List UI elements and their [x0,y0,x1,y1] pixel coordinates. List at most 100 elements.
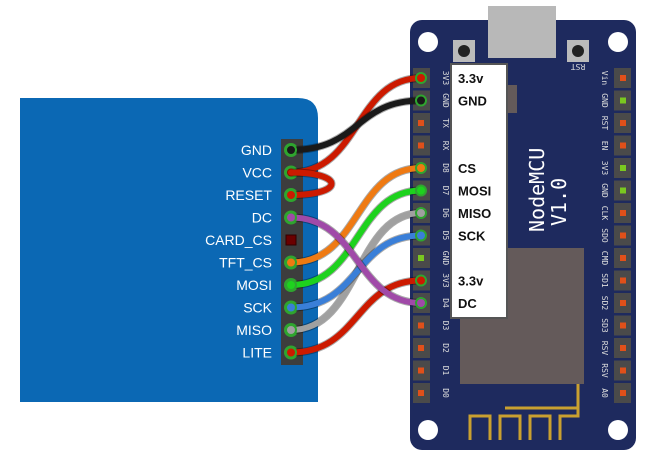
pin-pad [620,142,626,149]
pin-function-label: SCK [458,229,486,244]
usb-connector [488,6,556,58]
wire-end [415,229,427,242]
display-pin-label: LITE [242,345,272,361]
board-pin-label: D6 [441,208,450,218]
wire-reset-vcc [288,169,335,198]
pin-pad [620,255,626,261]
board-pin-label: RX [441,141,450,151]
board-pin-label: 3V3 [600,161,609,176]
pin-pad [418,345,424,351]
display-pin-label: MOSI [236,277,272,293]
board-title: NodeMCU [525,148,549,232]
board-pin-label: D7 [441,186,450,196]
pin-pad [620,390,626,396]
mount-hole [608,420,628,440]
pin-pad [418,390,424,396]
wire-end [285,324,297,336]
pin-pad [620,165,626,171]
board-pin-label: A0 [600,388,609,398]
pin-pad [620,300,626,306]
pin-pad [418,367,424,374]
wire-end [415,94,427,107]
tft-display-module [20,98,318,402]
mount-hole [418,420,438,440]
wire-gnd-gnd [288,97,424,153]
board-pin-label: 3V3 [441,71,450,86]
board-pin-label: SD3 [600,318,609,333]
pin-pad [418,142,424,149]
display-pin-label: SCK [243,300,272,316]
display-pin-label: MISO [236,322,272,338]
pin-pad [620,345,626,351]
wire-tft_cs-d8 [288,165,424,266]
display-pin-label: RESET [225,187,272,203]
display-pin-label: CARD_CS [205,232,272,248]
display-pin-label: DC [252,210,272,226]
pin-function-label: 3.3v [458,274,484,289]
wire-end [415,274,427,287]
mount-hole [418,32,438,52]
board-pin-label: 3V3 [441,273,450,288]
board-pin-label: GND [441,251,450,266]
mount-hole [608,32,628,52]
board-pin-label: D0 [441,388,450,398]
board-pin-label: D3 [441,321,450,331]
wire-mosi-d7 [288,187,424,288]
board-pin-label: Vin [600,71,609,86]
board-pin-label: CLK [600,206,609,221]
wire-sck-d5 [288,232,424,311]
display-pin-label: TFT_CS [219,255,272,271]
wire-end [285,144,297,156]
pin-function-label: DC [458,296,477,311]
pin-pad [620,367,626,374]
pin-pad [620,277,626,284]
board-pin-label: CMD [600,251,609,266]
board-pin-label: SD1 [600,273,609,288]
wire-end [415,184,427,197]
board-pin-label: RST [600,116,609,131]
board-pin-label: D5 [441,231,450,241]
board-pin-label: GND [600,93,609,108]
wire-lite-3v3 [288,277,424,356]
board-pin-label: RSV [600,363,609,378]
pin-label-box [450,63,508,319]
pin-pad [620,75,626,81]
wire-end [285,211,297,224]
board-version: V1.0 [547,178,571,226]
board-pin-label: D8 [441,163,450,173]
wire-end [285,189,297,201]
pin-function-label: 3.3v [458,71,484,86]
wire-end [285,301,297,314]
wire-end [415,162,427,174]
pin-function-label: MOSI [458,184,491,199]
board-pin-label: EN [600,141,609,151]
antenna-trace [468,384,580,440]
board-pin-label: D2 [441,343,450,353]
board-pin-label: GND [441,93,450,108]
board-pin-label: SDO [600,228,609,243]
pin-pad [418,120,424,126]
display-pin-label: VCC [242,165,272,181]
wire-end [285,279,297,291]
board-pin-label: TX [441,118,450,128]
wire-end [285,256,297,269]
pin-pad [620,120,626,126]
pin-unconnected [285,234,297,246]
pin-pad [620,322,626,329]
wire-dc-d4 [288,214,424,306]
board-pin-label: GND [600,183,609,198]
wire-end [415,297,427,309]
wire-end [285,346,297,359]
rst-label: RST [571,62,586,71]
pin-function-label: CS [458,161,476,176]
board-pin-label: D4 [441,298,450,308]
wire-end [415,207,427,219]
display-pin-label: GND [241,142,272,158]
pin-pad [620,210,626,216]
pin-function-label: MISO [458,206,491,221]
pin-pad [620,187,626,194]
pin-function-label: GND [458,94,487,109]
pin-pad [418,255,424,261]
